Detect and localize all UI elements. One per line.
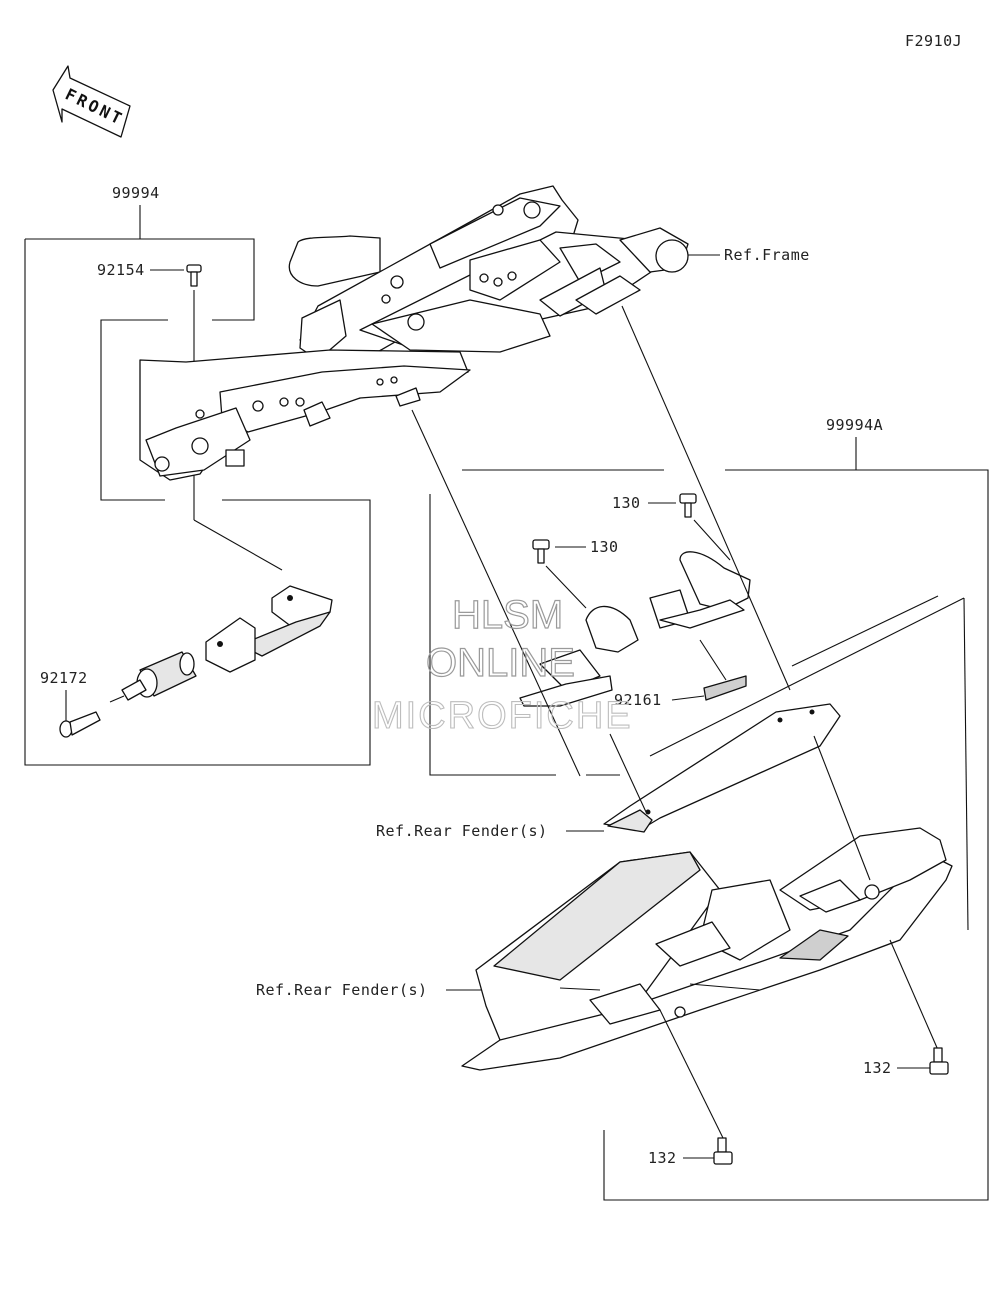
- bolt-132-right: [929, 1047, 949, 1075]
- front-direction-arrow-icon: FRONT: [52, 65, 131, 138]
- kit-99994A-label: 99994A: [826, 416, 883, 434]
- figure-code: F2910J: [905, 32, 962, 50]
- bolt-130-lower: [532, 539, 550, 564]
- bolt-92154-label: 92154: [97, 261, 145, 279]
- watermark-line1: HLSM: [452, 593, 563, 637]
- frame-subassembly: [139, 185, 689, 481]
- bolt-130-lower-label: 130: [590, 538, 619, 556]
- bolt-92172-label: 92172: [40, 669, 88, 687]
- ref-rear-fender-lower-label: Ref.Rear Fender(s): [256, 981, 428, 999]
- watermark-line3: MICROFICHE: [372, 695, 633, 737]
- bolt-130-upper: [679, 493, 697, 518]
- bolt-130-upper-label: 130: [612, 494, 641, 512]
- rear-fender-assembly: [461, 827, 953, 1071]
- mount-stay-cylinder: [109, 617, 256, 703]
- fender-cover-plate: [603, 703, 841, 833]
- bolt-92154: [186, 264, 202, 287]
- rubber-pad-92161: [703, 675, 747, 701]
- kit-99994A-group: 99994A 130 130: [411, 305, 989, 1201]
- bracket-upper: [649, 551, 751, 629]
- bolt-92172: [59, 711, 101, 738]
- watermark: HLSM ONLINE MICROFICHE: [371, 592, 633, 737]
- kit-99994-group: 99994 92154 92: [24, 184, 371, 766]
- pad-92161-label: 92161: [614, 691, 662, 709]
- ref-frame-label: Ref.Frame: [724, 246, 810, 264]
- bracket-lower: [519, 605, 639, 707]
- ref-rear-fender-upper-label: Ref.Rear Fender(s): [376, 822, 548, 840]
- mount-bracket: [249, 585, 333, 657]
- bolt-132-right-label: 132: [863, 1059, 892, 1077]
- bolt-132-bottom: [713, 1137, 733, 1165]
- kit-99994-label: 99994: [112, 184, 160, 202]
- watermark-line2: ONLINE: [426, 641, 575, 685]
- bolt-132-bottom-label: 132: [648, 1149, 677, 1167]
